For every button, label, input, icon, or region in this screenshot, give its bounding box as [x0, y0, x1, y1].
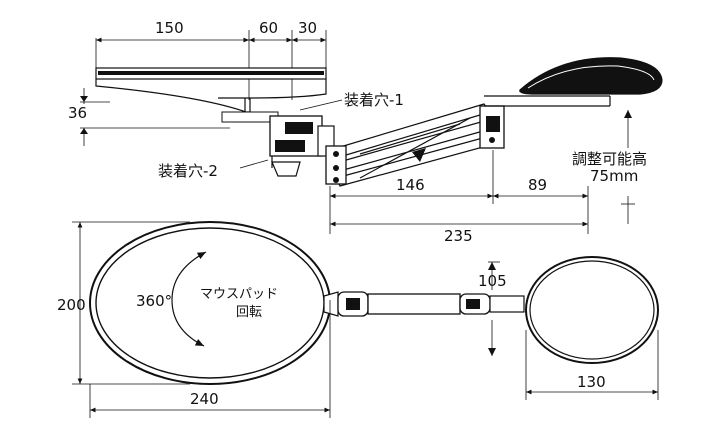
label-rotation-angle: 360° [136, 292, 172, 310]
wrist-rest-inner [529, 260, 655, 360]
mouse-rest-highlight [527, 65, 655, 89]
arm-cross-2 [359, 117, 471, 179]
label-mouse-pad-line2: 回転 [236, 305, 262, 320]
arm-pin-1 [333, 151, 339, 157]
dim-30: 30 [298, 19, 317, 37]
tray-plate-stripe [98, 71, 324, 75]
dim-150: 150 [155, 19, 184, 37]
label-adjustable-height-value: 75mm [590, 167, 638, 185]
dim-36: 36 [68, 104, 87, 122]
arm-pin-4 [489, 137, 495, 143]
dim-89: 89 [528, 176, 547, 194]
arm-pin-3 [333, 177, 339, 183]
dim-36-arrow-top [80, 96, 88, 102]
mouse-rest-pad [519, 57, 663, 95]
dim-60: 60 [259, 19, 278, 37]
arm-plan-joint-left-dark [346, 298, 360, 310]
rotation-arrow [171, 251, 207, 347]
wrist-rest-outer [525, 256, 659, 364]
dim-105: 105 [478, 272, 507, 290]
dim-36-arrow-bottom [80, 128, 88, 134]
label-mouse-pad-line1: マウスパッド [200, 287, 278, 302]
arm-cross-1 [359, 123, 461, 155]
arm-lever [412, 148, 426, 162]
tray-underside [95, 79, 327, 113]
arm-joint-right-dark [486, 116, 500, 132]
dim-146: 146 [396, 176, 425, 194]
adj-height-arrow [624, 110, 632, 118]
dim-105-arrow [488, 348, 496, 356]
arm-plan-bar [367, 293, 461, 315]
dim-235: 235 [444, 227, 473, 245]
arm-bar-upper [329, 103, 491, 159]
arm-bar-middle [331, 119, 496, 173]
clamp-dark-1 [285, 122, 313, 134]
dim-130: 130 [577, 373, 606, 391]
side-view: 150 60 30 36 装着穴-1 装着穴-2 [68, 19, 663, 245]
label-mount-hole-1: 装着穴-1 [344, 91, 404, 109]
dim-105-arrow-top [488, 262, 496, 270]
plan-view: 200 360° マウスパッド 回転 105 130 [57, 221, 659, 418]
dim-200: 200 [57, 296, 86, 314]
dim-240: 240 [190, 390, 219, 408]
arm-linkage [325, 103, 505, 187]
label-adjustable-height: 調整可能高 [572, 150, 647, 168]
pad-connector [323, 291, 339, 317]
label-mount-hole-2: 装着穴-2 [158, 162, 218, 180]
mouse-pad-outer [89, 221, 331, 385]
leader-hole-1 [299, 99, 343, 111]
clamp-knob [271, 161, 301, 177]
clamp-dark-2 [275, 140, 305, 152]
arm-plan-joint-right-dark [466, 299, 480, 309]
arm-pin-2 [333, 165, 339, 171]
leader-hole-2 [239, 159, 269, 169]
arm-plan-end [489, 295, 525, 313]
